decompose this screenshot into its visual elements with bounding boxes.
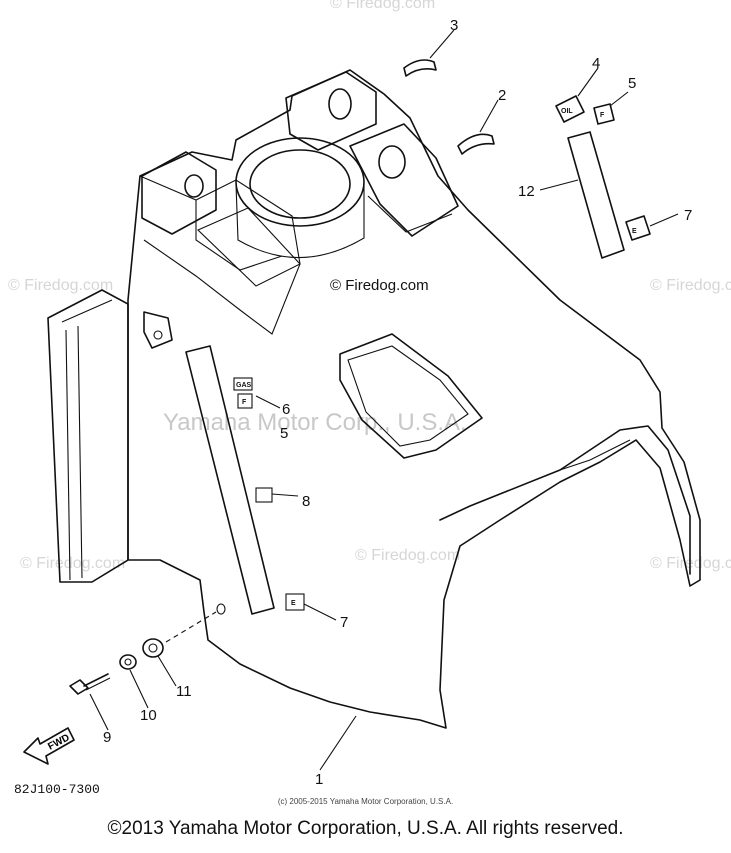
callout-11: 11 bbox=[176, 683, 192, 700]
decal-8 bbox=[255, 487, 273, 503]
callout-10: 10 bbox=[140, 707, 157, 724]
callout-5-mid: 5 bbox=[280, 425, 288, 442]
callout-2: 2 bbox=[498, 87, 506, 104]
callout-7-top: 7 bbox=[684, 207, 692, 224]
decals: GAS F E bbox=[233, 377, 305, 611]
watermark-right: © Firedog.com bbox=[650, 277, 731, 294]
decal-oil bbox=[555, 95, 585, 123]
watermark-top: © Firedog.com bbox=[330, 0, 435, 12]
decal-gas-text: GAS bbox=[236, 382, 252, 389]
callout-4: 4 bbox=[592, 55, 600, 72]
fwd-label: FWD bbox=[46, 732, 71, 752]
callout-8: 8 bbox=[302, 493, 310, 510]
decal-e-lower-text: E bbox=[291, 600, 296, 607]
leader-lines bbox=[89, 29, 679, 771]
callout-7-lower: 7 bbox=[340, 614, 348, 631]
decal-oil-text: OIL bbox=[561, 108, 573, 115]
hardware bbox=[69, 611, 217, 695]
fwd-arrow-icon: FWD bbox=[23, 727, 75, 765]
watermark-left: © Firedog.com bbox=[8, 277, 113, 294]
callout-1: 1 bbox=[315, 771, 323, 788]
callout-5-top: 5 bbox=[628, 75, 636, 92]
watermark-center: © Firedog.com bbox=[330, 277, 429, 294]
callout-12: 12 bbox=[518, 183, 535, 200]
decal-f bbox=[237, 393, 253, 409]
decal-e-exploded-text: E bbox=[632, 228, 637, 235]
watermark-left-low: © Firedog.com bbox=[20, 555, 125, 572]
decal-e-exploded bbox=[625, 215, 651, 241]
callouts: 3 2 4 5 12 7 6 5 8 7 11 10 9 1 bbox=[103, 17, 692, 788]
callout-3: 3 bbox=[450, 17, 458, 34]
decal-f-exploded bbox=[593, 103, 615, 125]
copyright-small: (c) 2005-2015 Yamaha Motor Corporation, … bbox=[277, 797, 454, 806]
copyright-main: ©2013 Yamaha Motor Corporation, U.S.A. A… bbox=[107, 818, 624, 839]
grommet-2 bbox=[457, 133, 495, 155]
callout-6: 6 bbox=[282, 401, 290, 418]
washer-11 bbox=[142, 638, 164, 658]
decal-f-text: F bbox=[242, 399, 247, 406]
grommet-3 bbox=[403, 59, 437, 77]
decal-f-exploded-text: F bbox=[600, 112, 605, 119]
strip-12 bbox=[567, 131, 625, 259]
front-cover-body bbox=[47, 69, 701, 729]
decal-e-lower bbox=[285, 593, 305, 611]
watermark-yamaha: Yamaha Motor Corp., U.S.A. bbox=[163, 409, 467, 436]
washer-10 bbox=[119, 654, 137, 670]
bolt-9 bbox=[69, 673, 109, 695]
watermark-mid-low: © Firedog.com bbox=[355, 547, 460, 564]
decal-gas bbox=[233, 377, 253, 391]
callout-9: 9 bbox=[103, 729, 111, 746]
watermark-group: © Firedog.com © Firedog.com © Firedog.co… bbox=[8, 0, 731, 572]
diagram-part-number: 82J100-7300 bbox=[14, 782, 100, 797]
exploded-decals: OIL F E bbox=[403, 59, 651, 259]
